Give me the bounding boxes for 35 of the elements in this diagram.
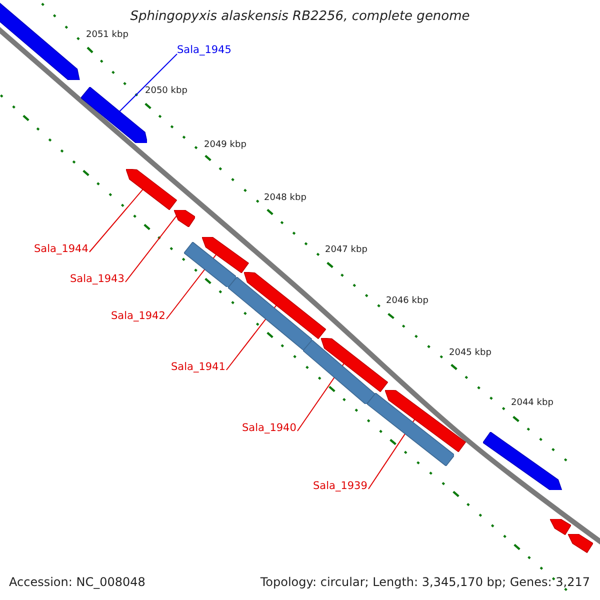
accession-text: Accession: NC_008048	[9, 575, 146, 589]
gene-block	[126, 169, 177, 210]
tick-label: 2046 kbp	[386, 296, 428, 306]
tick-label: 2050 kbp	[145, 86, 188, 96]
tick-label: 2045 kbp	[449, 348, 492, 358]
gene-block	[568, 534, 593, 553]
gene-block	[202, 237, 248, 273]
leader-line	[124, 215, 177, 282]
tick-label: 2049 kbp	[204, 140, 246, 150]
gene-block	[385, 390, 466, 452]
gene-label: Sala_1941	[171, 361, 226, 373]
gene-block	[80, 86, 147, 143]
tick-label: 2044 kbp	[511, 398, 554, 408]
chart-title: Sphingopyxis alaskensis RB2256, complete genome	[129, 9, 471, 24]
feature-bar	[228, 276, 312, 350]
tick-label: 2048 kbp	[264, 193, 306, 203]
gene-block	[0, 0, 80, 80]
genome-info-text: Topology: circular; Length: 3,345,170 bp; Genes: 3,217	[260, 575, 590, 589]
gene-block	[174, 210, 196, 227]
gene-label: Sala_1944	[34, 243, 88, 255]
tick-label: 2047 kbp	[325, 245, 368, 255]
gene-block	[321, 338, 388, 392]
gene-label: Sala_1939	[313, 480, 368, 492]
leader-line	[119, 54, 178, 112]
gene-label: Sala_1945	[177, 44, 232, 56]
feature-bar	[366, 393, 454, 466]
feature-bar	[303, 340, 376, 404]
feature-bar	[184, 242, 236, 288]
gene-block	[483, 432, 562, 490]
gene-label: Sala_1940	[242, 422, 296, 434]
gene-label: Sala_1942	[111, 310, 166, 322]
gene-label: Sala_1943	[70, 273, 124, 285]
gene-block	[244, 272, 326, 339]
leader-line	[88, 188, 144, 252]
gene-block	[550, 519, 571, 535]
